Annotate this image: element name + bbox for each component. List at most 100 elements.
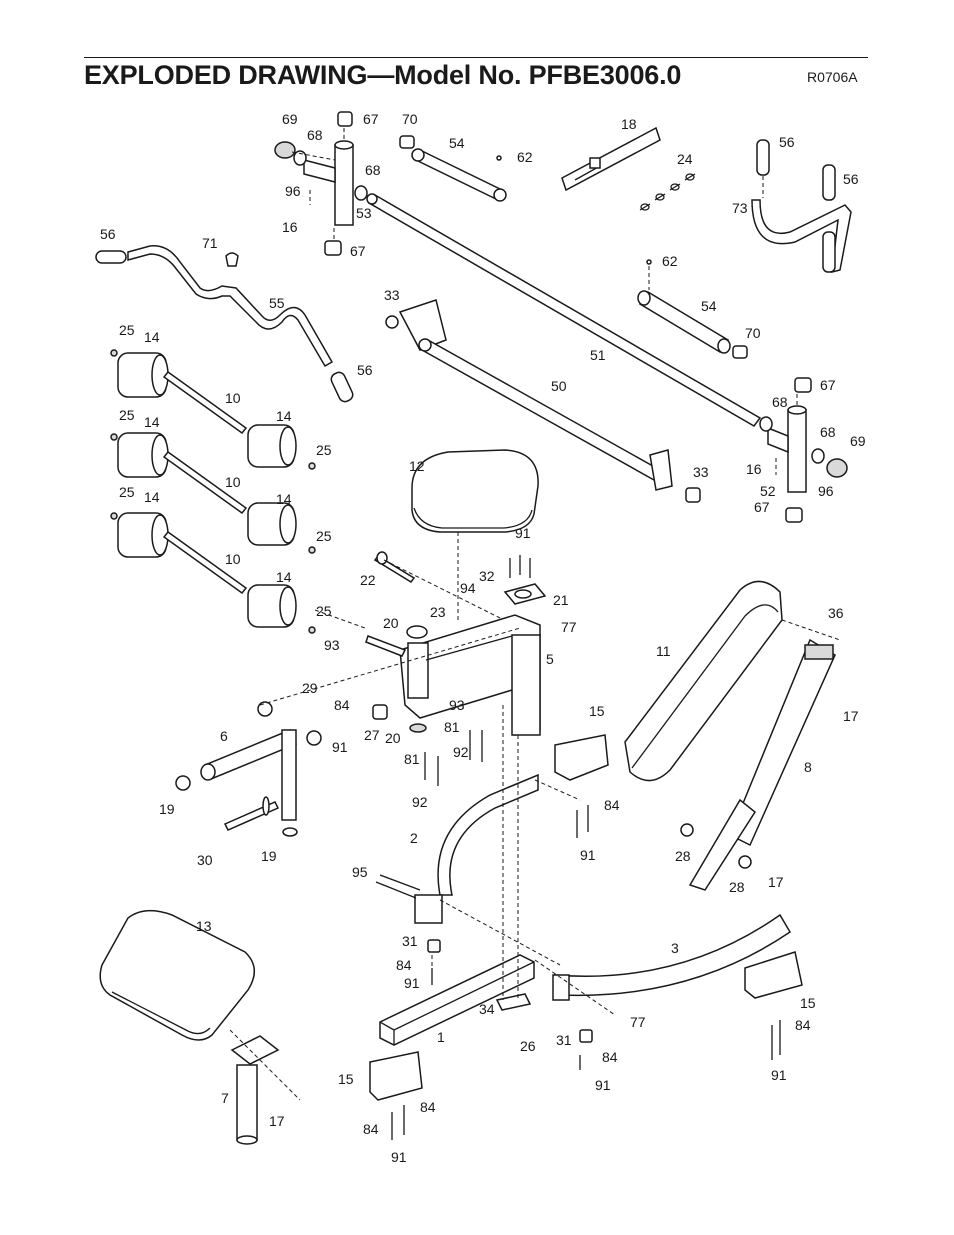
callout-52: 52 [760, 483, 776, 499]
callout-13: 13 [196, 918, 212, 934]
callout-10: 10 [225, 390, 241, 406]
chain-24 [639, 173, 696, 211]
callout-68: 68 [307, 127, 323, 143]
seat-bracket-21 [503, 555, 547, 605]
page-title: EXPLODED DRAWING—Model No. PFBE3006.0 [84, 60, 682, 90]
callout-33: 33 [384, 287, 400, 303]
callout-31: 31 [402, 933, 418, 949]
callout-25: 25 [119, 484, 135, 500]
callout-15: 15 [338, 1071, 354, 1087]
callout-62: 62 [517, 149, 533, 165]
bracket-8 [680, 619, 841, 891]
callout-71: 71 [202, 235, 218, 251]
base-1 [379, 954, 535, 1046]
callout-91: 91 [391, 1149, 407, 1165]
callout-69: 69 [282, 111, 298, 127]
callout-16: 16 [282, 219, 298, 235]
callout-7: 7 [221, 1090, 229, 1106]
callout-84: 84 [795, 1017, 811, 1033]
callout-67: 67 [754, 499, 770, 515]
drawing-code: R0706A [807, 69, 858, 85]
callout-84: 84 [334, 697, 350, 713]
callout-96: 96 [818, 483, 834, 499]
callout-17: 17 [843, 708, 859, 724]
callout-28: 28 [729, 879, 745, 895]
callout-19: 19 [261, 848, 277, 864]
callout-67: 67 [820, 377, 836, 393]
post-7 [230, 1035, 280, 1145]
callout-70: 70 [745, 325, 761, 341]
callout-25: 25 [316, 528, 332, 544]
callout-5: 5 [546, 651, 554, 667]
callout-14: 14 [144, 329, 160, 345]
callout-53: 53 [356, 205, 372, 221]
bar-51 [366, 193, 762, 427]
callout-81: 81 [444, 719, 460, 735]
callout-84: 84 [363, 1121, 379, 1137]
callout-10: 10 [225, 474, 241, 490]
callout-50: 50 [551, 378, 567, 394]
callout-68: 68 [820, 424, 836, 440]
callout-20: 20 [385, 730, 401, 746]
callout-84: 84 [396, 957, 412, 973]
roller-tube-54-top [399, 135, 507, 202]
callout-21: 21 [553, 592, 569, 608]
callout-18: 18 [621, 116, 637, 132]
callout-27: 27 [364, 727, 380, 743]
callout-23: 23 [430, 604, 446, 620]
curl-bar-55 [95, 245, 354, 403]
callout-96: 96 [285, 183, 301, 199]
leg-2 [414, 773, 539, 924]
callout-91: 91 [595, 1077, 611, 1093]
callout-15: 15 [589, 703, 605, 719]
callout-91: 91 [771, 1067, 787, 1083]
callout-19: 19 [159, 801, 175, 817]
feet-15 [369, 734, 803, 1101]
callout-28: 28 [675, 848, 691, 864]
frame-5 [365, 551, 541, 736]
callout-62: 62 [662, 253, 678, 269]
bar-50 [385, 299, 701, 503]
callout-81: 81 [404, 751, 420, 767]
callout-34: 34 [479, 1001, 495, 1017]
callout-25: 25 [316, 603, 332, 619]
callout-94: 94 [460, 580, 476, 596]
callout-91: 91 [404, 975, 420, 991]
callout-31: 31 [556, 1032, 572, 1048]
callout-10: 10 [225, 551, 241, 567]
seat-12 [411, 449, 539, 620]
pivot-tube-52 [759, 377, 848, 523]
callout-95: 95 [352, 864, 368, 880]
callout-11: 11 [656, 643, 671, 659]
top-rule [84, 57, 868, 58]
callout-54: 54 [701, 298, 717, 314]
callout-93: 93 [324, 637, 340, 653]
callout-56: 56 [843, 171, 859, 187]
roller-pads-14 [110, 349, 316, 634]
callout-55: 55 [269, 295, 285, 311]
roller-tube-54-lower [637, 259, 748, 359]
callout-25: 25 [316, 442, 332, 458]
callout-22: 22 [360, 572, 376, 588]
callout-14: 14 [144, 414, 160, 430]
callout-25: 25 [119, 407, 135, 423]
callout-26: 26 [520, 1038, 536, 1054]
callout-6: 6 [220, 728, 228, 744]
callout-14: 14 [276, 408, 292, 424]
handle-73 [751, 139, 852, 273]
callout-70: 70 [402, 111, 418, 127]
callout-14: 14 [276, 491, 292, 507]
callout-3: 3 [671, 940, 679, 956]
strap-18 [561, 126, 661, 192]
callout-56: 56 [779, 134, 795, 150]
callout-17: 17 [768, 874, 784, 890]
leg-3 [552, 913, 792, 1001]
callout-25: 25 [119, 322, 135, 338]
callout-92: 92 [453, 744, 469, 760]
callout-91: 91 [332, 739, 348, 755]
callout-77: 77 [561, 619, 577, 635]
back-pad-11 [624, 580, 783, 782]
callout-15: 15 [800, 995, 816, 1011]
callout-2: 2 [410, 830, 418, 846]
